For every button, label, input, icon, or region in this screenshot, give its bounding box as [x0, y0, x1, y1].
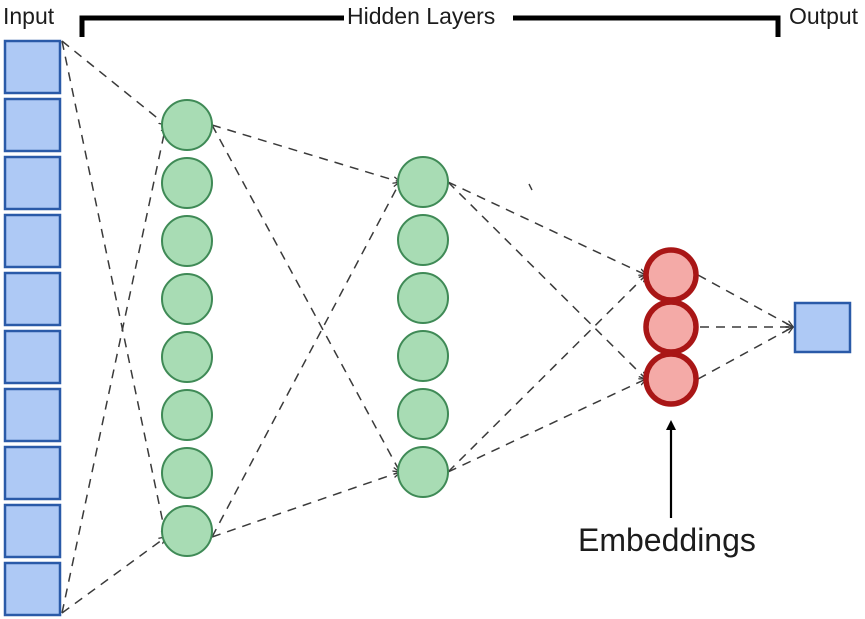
input-node[interactable] [3, 271, 62, 327]
input-node[interactable] [3, 503, 62, 559]
input-node[interactable] [3, 97, 62, 153]
input-node[interactable] [3, 329, 62, 385]
hidden-node[interactable] [161, 331, 213, 383]
hidden-layer-1 [161, 99, 213, 557]
hidden-layers-label: Hidden Layers [347, 3, 496, 29]
stray-mark [528, 183, 533, 191]
hidden-node[interactable] [161, 273, 213, 325]
embedding-node[interactable] [643, 299, 699, 355]
input-node[interactable] [3, 445, 62, 501]
input-node[interactable] [3, 39, 62, 95]
hidden-node[interactable] [397, 272, 449, 324]
input-node[interactable] [3, 213, 62, 269]
embeddings-label: Embeddings [578, 522, 756, 558]
output-layer-label: Output [789, 3, 859, 29]
input-node[interactable] [3, 387, 62, 443]
embeddings-layer [643, 247, 699, 407]
output-node[interactable] [793, 301, 852, 354]
hidden-node[interactable] [161, 447, 213, 499]
input-node[interactable] [3, 155, 62, 211]
hidden-node[interactable] [397, 156, 449, 208]
connections-hidden2-to-embeddings [447, 181, 646, 473]
hidden-node[interactable] [161, 505, 213, 557]
embedding-node[interactable] [643, 247, 699, 303]
input-layer [3, 39, 62, 617]
embedding-node[interactable] [643, 351, 699, 407]
hidden-node[interactable] [161, 157, 213, 209]
hidden-node[interactable] [161, 99, 213, 151]
hidden-node[interactable] [161, 215, 213, 267]
hidden-node[interactable] [397, 388, 449, 440]
hidden-layer-2 [397, 156, 449, 498]
connections-hidden1-to-hidden2 [211, 124, 400, 538]
input-node[interactable] [3, 561, 62, 617]
hidden-node[interactable] [397, 214, 449, 266]
hidden-node[interactable] [161, 389, 213, 441]
hidden-node[interactable] [397, 330, 449, 382]
input-layer-label: Input [3, 3, 55, 29]
connections-embeddings-to-output [697, 274, 793, 380]
connections-input-to-hidden1 [61, 40, 166, 614]
hidden-layers-bracket [79, 15, 781, 37]
hidden-node[interactable] [397, 446, 449, 498]
